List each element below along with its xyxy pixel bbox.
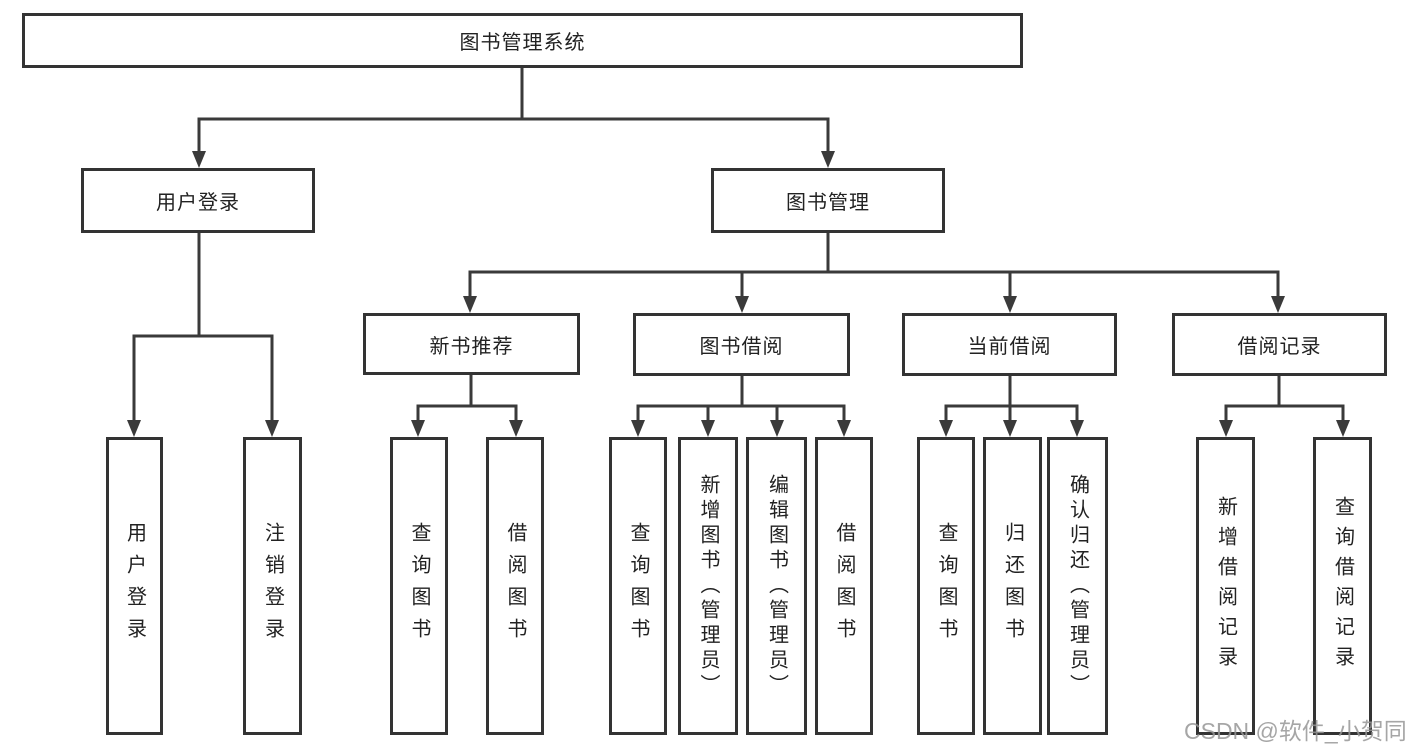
leaf-add-borrow-record-label: 新增借阅记录 (1214, 496, 1237, 676)
leaf-current-query-books: 查询图书 (917, 437, 975, 735)
csdn-watermark: CSDN @软件_小贺同学 (1184, 718, 1405, 744)
leaf-edit-books-admin: 编辑图书（管理员） (746, 437, 807, 735)
node-user-login: 用户登录 (81, 168, 315, 233)
leaf-query-borrow-record: 查询借阅记录 (1313, 437, 1372, 735)
leaf-add-books-admin: 新增图书（管理员） (678, 437, 738, 735)
node-root-label: 图书管理系统 (459, 32, 586, 54)
leaf-logout-label: 注销登录 (261, 522, 284, 650)
leaf-recommend-borrow-books-label: 借阅图书 (504, 522, 526, 650)
leaf-user-login-label: 用户登录 (123, 522, 146, 650)
connector-root-to-level2 (192, 66, 835, 168)
node-user-login-label: 用户登录 (156, 192, 240, 214)
connector-book-management (463, 231, 1285, 313)
leaf-borrowing-query-books-label: 查询图书 (627, 522, 649, 650)
leaf-borrowing-query-books: 查询图书 (609, 437, 667, 735)
leaf-recommend-query-books-label: 查询图书 (408, 522, 430, 650)
leaf-logout: 注销登录 (243, 437, 302, 735)
node-book-borrowing: 图书借阅 (633, 313, 850, 376)
connector-borrowing-records (1219, 374, 1350, 437)
connector-user-login (127, 231, 279, 437)
node-book-management-label: 图书管理 (786, 192, 870, 214)
node-borrowing-records: 借阅记录 (1172, 313, 1387, 376)
leaf-borrowing-borrow-books-label: 借阅图书 (833, 522, 855, 650)
node-book-borrowing-label: 图书借阅 (699, 336, 784, 358)
leaf-borrowing-borrow-books: 借阅图书 (815, 437, 873, 735)
node-root: 图书管理系统 (22, 13, 1023, 68)
node-new-book-recommend-label: 新书推荐 (429, 335, 514, 358)
leaf-edit-books-admin-label: 编辑图书（管理员） (765, 473, 788, 699)
leaf-add-books-admin-label: 新增图书（管理员） (697, 473, 719, 699)
connector-new-book-recommend (411, 373, 523, 437)
leaf-user-login: 用户登录 (106, 437, 163, 735)
connector-book-borrowing (631, 374, 851, 437)
node-current-borrowing: 当前借阅 (902, 313, 1117, 376)
leaf-current-query-books-label: 查询图书 (935, 522, 957, 650)
leaf-add-borrow-record: 新增借阅记录 (1196, 437, 1255, 735)
node-borrowing-records-label: 借阅记录 (1237, 336, 1322, 358)
leaf-return-books: 归还图书 (983, 437, 1042, 735)
connector-current-borrowing (939, 374, 1084, 437)
leaf-confirm-return-admin-label: 确认归还（管理员） (1066, 473, 1089, 699)
leaf-return-books-label: 归还图书 (1001, 522, 1024, 650)
node-new-book-recommend: 新书推荐 (363, 313, 580, 375)
leaf-recommend-borrow-books: 借阅图书 (486, 437, 544, 735)
leaf-confirm-return-admin: 确认归还（管理员） (1047, 437, 1108, 735)
leaf-query-borrow-record-label: 查询借阅记录 (1331, 496, 1354, 676)
leaf-recommend-query-books: 查询图书 (390, 437, 448, 735)
node-book-management: 图书管理 (711, 168, 945, 233)
node-current-borrowing-label: 当前借阅 (967, 336, 1052, 358)
